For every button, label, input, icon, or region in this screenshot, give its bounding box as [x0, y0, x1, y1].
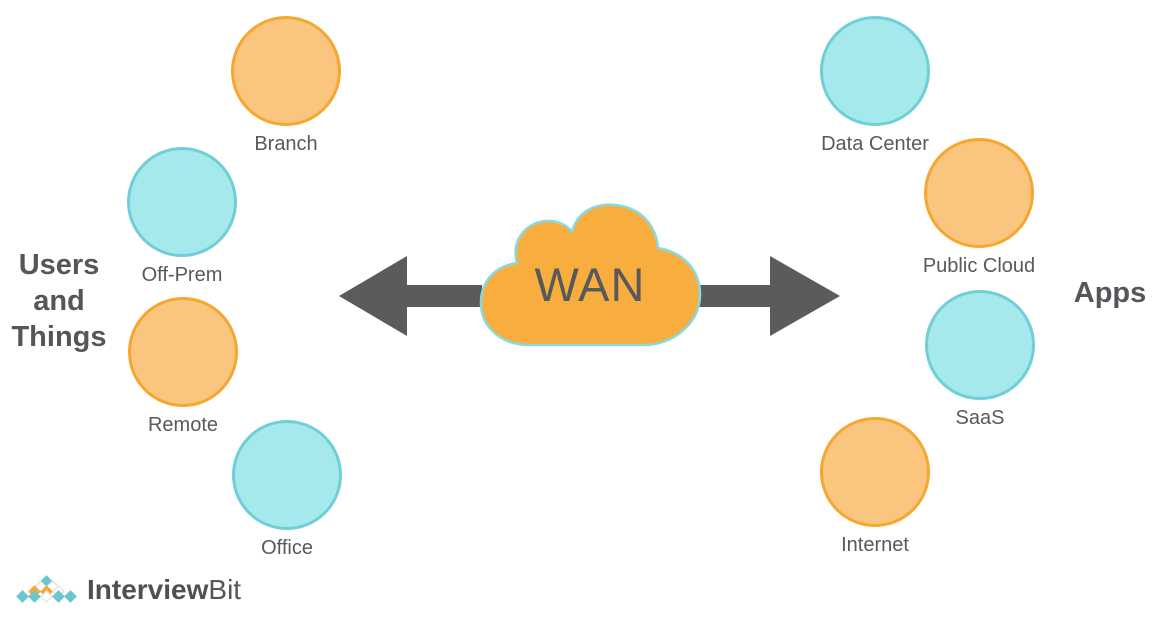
- logo-pyramid-icon: [14, 575, 78, 603]
- node-off-prem: Off-Prem: [107, 147, 257, 287]
- node-branch-circle: [231, 16, 341, 126]
- left-group-heading: Users and Things: [0, 247, 118, 355]
- left-heading-line-2: and: [33, 285, 85, 317]
- node-internet-circle: [820, 417, 930, 527]
- logo-diamond: [63, 590, 77, 603]
- left-heading-line-1: Users: [18, 249, 100, 281]
- logo-text-bold: Interview: [87, 574, 209, 605]
- logo-diamond: [15, 590, 29, 603]
- wan-cloud-icon: [479, 203, 702, 347]
- node-data-center-circle: [820, 16, 930, 126]
- node-saas-circle: [925, 290, 1035, 400]
- node-branch: Branch: [211, 16, 361, 156]
- node-data-center: Data Center: [800, 16, 950, 156]
- right-group-heading: Apps: [1073, 277, 1147, 309]
- node-remote: Remote: [108, 297, 258, 437]
- node-saas: SaaS: [905, 290, 1055, 430]
- node-public-cloud-circle: [924, 138, 1034, 248]
- right-arrow-head-icon: [770, 256, 840, 336]
- node-office: Office: [212, 420, 362, 560]
- left-heading-line-3: Things: [11, 321, 107, 353]
- logo-text: InterviewBit: [87, 576, 241, 604]
- node-data-center-label: Data Center: [821, 133, 929, 155]
- node-public-cloud: Public Cloud: [904, 138, 1054, 278]
- right-arrow-shaft: [698, 285, 772, 307]
- node-remote-circle: [128, 297, 238, 407]
- wan-label: WAN: [534, 258, 646, 311]
- logo-text-light: Bit: [208, 574, 242, 605]
- node-public-cloud-label: Public Cloud: [922, 255, 1036, 277]
- node-branch-label: Branch: [254, 133, 318, 155]
- node-internet-label: Internet: [841, 534, 909, 556]
- left-arrow-head-icon: [339, 256, 407, 336]
- node-off-prem-circle: [127, 147, 237, 257]
- interviewbit-logo: InterviewBit: [14, 574, 241, 604]
- node-office-circle: [232, 420, 342, 530]
- node-off-prem-label: Off-Prem: [141, 264, 223, 286]
- left-arrow-shaft: [405, 285, 482, 307]
- node-saas-label: SaaS: [955, 407, 1005, 429]
- node-office-label: Office: [261, 537, 313, 559]
- node-remote-label: Remote: [147, 414, 219, 436]
- node-internet: Internet: [800, 417, 950, 557]
